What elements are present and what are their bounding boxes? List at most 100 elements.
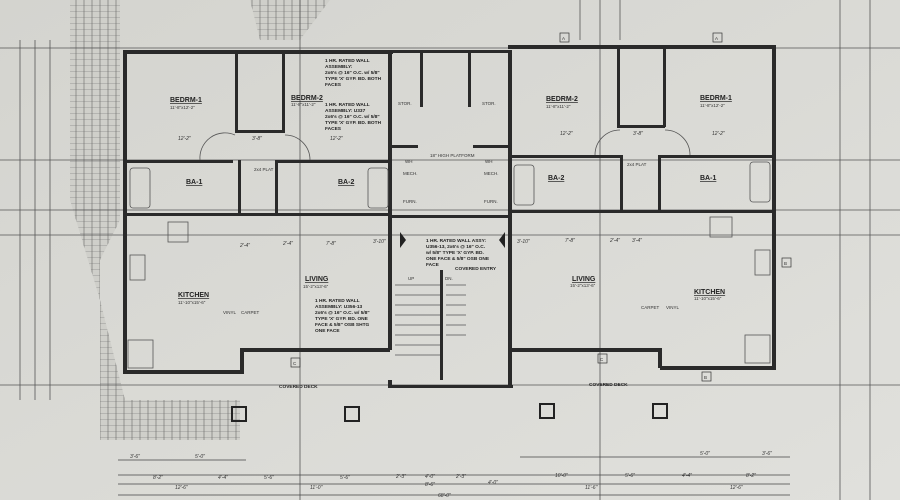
svg-text:FACES: FACES	[325, 82, 342, 88]
svg-text:11'-6": 11'-6"	[585, 485, 598, 491]
stair-up-label: UP	[408, 276, 414, 281]
left-floor-carpet: CARPET	[241, 310, 260, 315]
svg-text:5'-0": 5'-0"	[700, 451, 710, 457]
svg-text:2x6's @ 16" O.C. w/ 5/8": 2x6's @ 16" O.C. w/ 5/8"	[315, 310, 370, 316]
svg-text:3'-8": 3'-8"	[633, 131, 643, 137]
svg-text:5'-6": 5'-6"	[625, 473, 635, 479]
left-bedroom2-label: BEDRM-2	[291, 95, 323, 102]
svg-text:8'-2": 8'-2"	[746, 473, 756, 479]
svg-text:4'-4": 4'-4"	[682, 473, 692, 479]
svg-text:FACE & 5/8" OSB SHTG: FACE & 5/8" OSB SHTG	[315, 322, 370, 328]
left-plat-label: 2x4 PLAT	[254, 167, 274, 172]
left-living-label: LIVING	[305, 276, 329, 283]
svg-text:5'-6": 5'-6"	[264, 475, 274, 481]
right-floor-vinyl: VINYL	[666, 305, 680, 310]
svg-text:w/ 5/8" TYPE 'X' GYP. BD.: w/ 5/8" TYPE 'X' GYP. BD.	[425, 250, 484, 256]
roof-shingles-left	[70, 0, 240, 440]
svg-text:2'-4": 2'-4"	[609, 238, 620, 244]
left-bedroom1-label: BEDRM-1	[170, 97, 202, 104]
svg-text:2x6's @ 16" O.C. w/ 5/8": 2x6's @ 16" O.C. w/ 5/8"	[325, 70, 380, 76]
right-kitchen-dim-3-4: 3'-4"	[632, 238, 642, 244]
svg-text:C: C	[293, 361, 297, 366]
left-living-size: 15'-2"x13'-6"	[303, 284, 329, 289]
svg-text:12'-2": 12'-2"	[712, 131, 725, 137]
core-wh-right: WH	[485, 159, 493, 164]
core-entry-label: COVERED ENTRY	[455, 266, 497, 272]
svg-text:2'-3": 2'-3"	[455, 474, 466, 480]
svg-text:3'-10": 3'-10"	[517, 239, 530, 245]
svg-text:12'-6": 12'-6"	[730, 485, 743, 491]
right-bedroom1-size: 11'-8"x12'-2"	[700, 103, 725, 108]
right-bath1-label: BA-1	[700, 175, 716, 182]
left-bedroom1-size: 11'-8"x12'-2"	[170, 105, 195, 110]
svg-text:5'-6": 5'-6"	[340, 475, 350, 481]
right-bath2-label: BA-2	[548, 175, 564, 182]
svg-text:12'-6": 12'-6"	[175, 485, 188, 491]
svg-text:ONE FACE & 5/8" OSB ONE: ONE FACE & 5/8" OSB ONE	[426, 256, 490, 262]
svg-text:2'-4": 2'-4"	[239, 243, 250, 249]
note-wall-d: 1 HR. RATED WALL ASSY: U356-13, 2x6's @ …	[425, 238, 490, 268]
left-unit-walls	[123, 50, 393, 374]
section-tags: C C A A B B	[290, 32, 792, 382]
svg-text:5'-0": 5'-0"	[195, 454, 205, 460]
svg-text:4'-0": 4'-0"	[425, 474, 435, 480]
svg-text:ASSEMBLY:: ASSEMBLY:	[325, 64, 353, 70]
right-living-label: LIVING	[572, 276, 596, 283]
svg-text:ONE FACE: ONE FACE	[315, 328, 340, 334]
note-wall-b: 1 HR. RATED WALL ASSEMBLY: U337 2x6's @ …	[325, 102, 382, 132]
core-mech-right: MECH.	[484, 171, 499, 176]
right-living-size: 15'-2"x13'-6"	[570, 283, 596, 288]
svg-text:TYPE 'X' GYP. BD. ONE: TYPE 'X' GYP. BD. ONE	[315, 316, 369, 322]
svg-text:ASSEMBLY: U356-13: ASSEMBLY: U356-13	[315, 304, 363, 310]
core-furn-left: FURN.	[403, 199, 417, 204]
svg-text:FACES: FACES	[325, 126, 342, 132]
svg-text:1 HR. RATED WALL: 1 HR. RATED WALL	[315, 298, 360, 304]
svg-text:C: C	[600, 357, 604, 362]
svg-text:2'-3": 2'-3"	[395, 474, 406, 480]
right-bedroom2-size: 11'-8"x11'-2"	[546, 104, 571, 109]
svg-text:4'-4": 4'-4"	[218, 475, 228, 481]
core-platform-label: 18" HIGH PLATFORM	[430, 153, 475, 158]
svg-text:8'-2": 8'-2"	[153, 475, 163, 481]
svg-text:U356-13, 2x6's @ 16" O.C.: U356-13, 2x6's @ 16" O.C.	[426, 244, 485, 250]
svg-text:B: B	[704, 375, 707, 380]
left-kitchen-label: KITCHEN	[178, 292, 209, 299]
left-deck-label: COVERED DECK	[279, 384, 318, 390]
left-bedroom2-size: 11'-8"x11'-2"	[291, 102, 316, 107]
right-bedroom2-label: BEDRM-2	[546, 96, 578, 103]
svg-text:1 HR. RATED WALL: 1 HR. RATED WALL	[325, 102, 370, 108]
svg-text:7'-8": 7'-8"	[565, 238, 575, 244]
right-kitchen-size: 11'-10"x15'-6"	[694, 296, 722, 301]
core-wh-left: WH	[405, 159, 413, 164]
fixtures	[127, 129, 771, 369]
left-bath2-label: BA-2	[338, 179, 354, 186]
svg-text:TYPE 'X' GYP. BD. BOTH: TYPE 'X' GYP. BD. BOTH	[325, 120, 382, 126]
right-floor-carpet: CARPET	[641, 305, 660, 310]
left-kitchen-size: 11'-10"x15'-6"	[178, 300, 206, 305]
svg-text:12'-2": 12'-2"	[560, 131, 573, 137]
svg-text:A: A	[562, 36, 565, 41]
roof-shingles-top	[250, 0, 330, 40]
svg-text:ASSEMBLY: U337: ASSEMBLY: U337	[325, 108, 366, 114]
svg-text:4'-0": 4'-0"	[488, 480, 498, 486]
svg-text:2'-4": 2'-4"	[282, 241, 293, 247]
svg-text:3'-6": 3'-6"	[762, 451, 772, 457]
right-unit-walls	[508, 45, 776, 370]
interior-dimensions: 12'-2" 3'-8" 12'-2" 12'-2" 3'-8" 12'-2" …	[178, 131, 725, 249]
core-furn-right: FURN.	[484, 199, 498, 204]
svg-text:3'-6": 3'-6"	[130, 454, 140, 460]
deck-posts	[231, 232, 668, 422]
left-floor-vinyl: VINYL	[223, 310, 237, 315]
core-walls	[388, 50, 513, 388]
svg-text:TYPE 'X' GYP. BD. BOTH: TYPE 'X' GYP. BD. BOTH	[325, 76, 382, 82]
stairs	[395, 284, 466, 356]
svg-text:3'-10": 3'-10"	[373, 239, 386, 245]
svg-text:8'-6": 8'-6"	[425, 482, 435, 488]
svg-text:3'-8": 3'-8"	[252, 136, 262, 142]
overall-dimension: 68'-0"	[438, 493, 451, 499]
stair-dn-label: DN.	[445, 276, 453, 281]
svg-text:1 HR. RATED WALL ASSY:: 1 HR. RATED WALL ASSY:	[426, 238, 486, 244]
svg-text:1 HR. RATED WALL: 1 HR. RATED WALL	[325, 58, 370, 64]
svg-text:A: A	[715, 36, 718, 41]
